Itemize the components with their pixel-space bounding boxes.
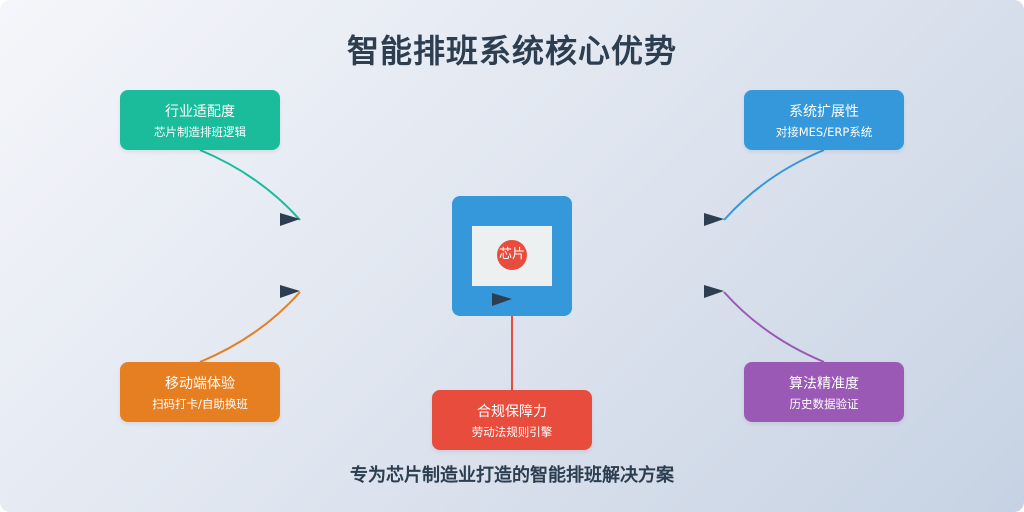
feature-title: 合规保障力 xyxy=(477,404,547,420)
feature-subtitle: 对接MES/ERP系统 xyxy=(775,125,873,139)
diagram-subtitle: 专为芯片制造业打造的智能排班解决方案 xyxy=(350,465,674,486)
connector-algorithm xyxy=(723,291,825,363)
feature-title: 算法精准度 xyxy=(789,376,859,392)
feature-subtitle: 芯片制造排班逻辑 xyxy=(154,125,246,139)
connector-extensibility xyxy=(723,149,825,221)
feature-mobile-experience: 移动端体验 扫码打卡/自助换班 xyxy=(120,362,280,422)
arrowhead-icon xyxy=(704,285,724,298)
chip-icon: 芯片 xyxy=(472,226,552,286)
arrowhead-icon xyxy=(492,293,512,306)
feature-algorithm-accuracy: 算法精准度 历史数据验证 xyxy=(744,362,904,422)
feature-subtitle: 扫码打卡/自助换班 xyxy=(152,397,248,411)
arrowhead-icon xyxy=(280,213,300,226)
feature-industry-fit: 行业适配度 芯片制造排班逻辑 xyxy=(120,90,280,150)
diagram-title: 智能排班系统核心优势 xyxy=(346,32,677,70)
feature-title: 行业适配度 xyxy=(165,104,235,120)
connector-industry-fit xyxy=(199,149,301,221)
feature-subtitle: 劳动法规则引擎 xyxy=(471,425,553,439)
feature-extensibility: 系统扩展性 对接MES/ERP系统 xyxy=(744,90,904,150)
center-system-block: 芯片 xyxy=(452,196,572,316)
feature-title: 系统扩展性 xyxy=(789,104,859,120)
chip-label: 芯片 xyxy=(497,240,527,270)
connector-mobile xyxy=(199,291,301,363)
arrowhead-icon xyxy=(704,213,724,226)
feature-subtitle: 历史数据验证 xyxy=(789,397,859,411)
feature-title: 移动端体验 xyxy=(165,376,235,392)
arrowhead-icon xyxy=(280,285,300,298)
feature-compliance: 合规保障力 劳动法规则引擎 xyxy=(432,390,592,450)
